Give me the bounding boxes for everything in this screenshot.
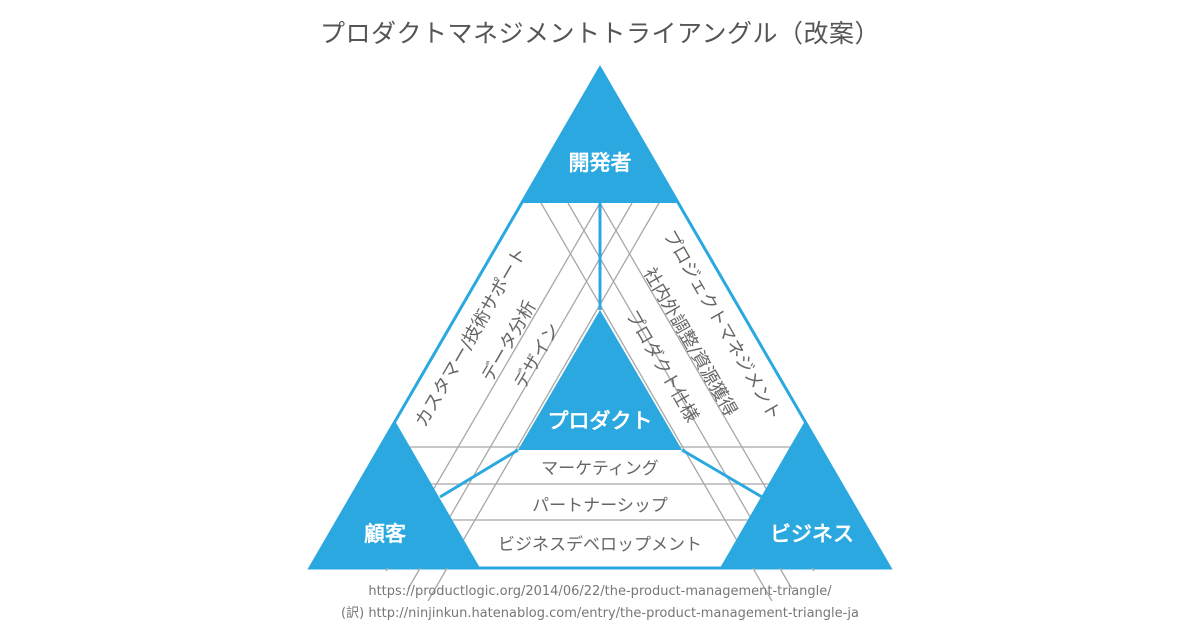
node-developer-label: 開発者 — [569, 151, 632, 175]
node-product-label: プロダクト — [548, 409, 653, 433]
top-vertex-triangle — [522, 68, 678, 203]
source-url: https://productlogic.org/2014/06/22/the-… — [368, 584, 832, 599]
bottom-band-label-3: ビジネスデベロップメント — [498, 534, 702, 555]
bottom-band-label-1: マーケティング — [541, 459, 659, 479]
diagram-title: プロダクトマネジメントトライアングル（改案） — [319, 19, 880, 48]
center-triangle — [518, 310, 682, 450]
right-vertex-triangle — [720, 421, 890, 568]
bottom-band-label-2: パートナーシップ — [532, 496, 668, 516]
connector-lines — [439, 203, 763, 499]
translation-url: (訳) http://ninjinkun.hatenablog.com/entr… — [341, 606, 859, 621]
node-business-label: ビジネス — [770, 522, 854, 546]
left-vertex-triangle — [310, 421, 480, 568]
node-customer-label: 顧客 — [364, 522, 407, 546]
